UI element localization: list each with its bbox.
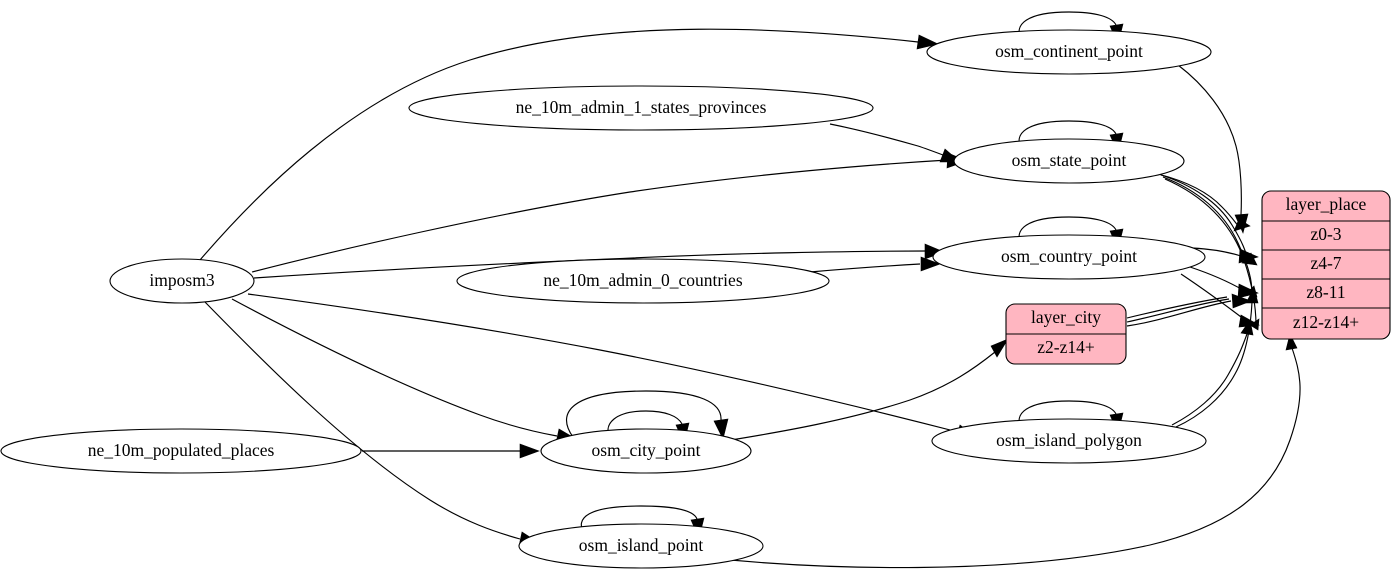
edge-osm_island_point-to-layer_place-z12-z14 [699, 333, 1301, 569]
edge-osm_island_polygon-to-layer_place-z12-z14 [1171, 319, 1254, 426]
record-row-layer_place-z12-z14[interactable]: z12-z14+ [1293, 312, 1359, 332]
node-label-osm_island_polygon: osm_island_polygon [996, 430, 1142, 450]
node-label-osm_country_point: osm_country_point [1001, 246, 1137, 266]
edge-imposm3-to-osm_state_point [251, 152, 968, 273]
node-label-osm_state_point: osm_state_point [1012, 150, 1127, 170]
edge-osm_island_polygon-to-layer_place-z8-11 [1175, 287, 1259, 428]
edge-osm_city_point-to-layer_city [730, 338, 1009, 441]
record-row-layer_city-title: layer_city [1031, 307, 1101, 327]
node-osm_state_point[interactable]: osm_state_point [953, 138, 1185, 184]
node-label-osm_continent_point: osm_continent_point [995, 41, 1143, 61]
node-label-imposm3: imposm3 [149, 270, 214, 290]
node-osm_country_point[interactable]: osm_country_point [932, 234, 1206, 280]
edge-ne_populated_places-to-osm_city_point [362, 443, 540, 459]
edge-ne_admin_0_countries-to-osm_country_point [809, 256, 941, 273]
node-ne_10m_admin_0_countries[interactable]: ne_10m_admin_0_countries [456, 258, 830, 304]
record-row-layer_place-z4-7[interactable]: z4-7 [1310, 253, 1341, 273]
node-osm_continent_point[interactable]: osm_continent_point [926, 29, 1212, 75]
record-row-layer_city-z2-z14[interactable]: z2-z14+ [1037, 337, 1095, 357]
edge-imposm3-to-osm_continent_point [199, 28, 939, 261]
record-row-layer_place-title: layer_place [1286, 194, 1367, 214]
edge-osm_country_point-to-layer_place-z4-7 [1191, 247, 1259, 264]
record-row-layer_place-z8-11[interactable]: z8-11 [1306, 282, 1345, 302]
edge-osm_state_point-to-layer_place-z8-11 [1162, 176, 1258, 298]
node-imposm3[interactable]: imposm3 [109, 258, 255, 304]
node-label-osm_city_point: osm_city_point [592, 440, 701, 460]
node-label-ne_10m_admin_0_countries: ne_10m_admin_0_countries [543, 270, 742, 290]
edge-imposm3-to-osm_city_point [231, 298, 577, 444]
node-ne_10m_admin_1_states_provinces[interactable]: ne_10m_admin_1_states_provinces [408, 85, 874, 131]
node-label-ne_10m_populated_places: ne_10m_populated_places [88, 440, 275, 460]
edge-osm_state_point-to-layer_place-z0-3 [1157, 173, 1251, 232]
node-osm_island_point[interactable]: osm_island_point [518, 523, 764, 569]
record-node-layer_place[interactable]: layer_place z0-3 z4-7 z8-11 z12-z14+ [1261, 190, 1391, 340]
record-row-layer_place-z0-3[interactable]: z0-3 [1310, 224, 1341, 244]
edge-imposm3-to-osm_island_point [204, 301, 540, 547]
node-layer: imposm3 ne_10m_admin_1_states_provinces … [0, 29, 1212, 569]
node-osm_island_polygon[interactable]: osm_island_polygon [931, 418, 1207, 464]
node-label-ne_10m_admin_1_states_provinces: ne_10m_admin_1_states_provinces [516, 97, 767, 117]
edge-layer_city-to-layer_place-z8-11 [1126, 293, 1252, 327]
node-label-osm_island_point: osm_island_point [579, 535, 704, 555]
node-osm_city_point[interactable]: osm_city_point [540, 428, 752, 474]
edge-imposm3-to-osm_island_polygon [247, 293, 977, 440]
node-ne_10m_populated_places[interactable]: ne_10m_populated_places [0, 428, 362, 474]
record-node-layer_city[interactable]: layer_city z2-z14+ [1005, 303, 1127, 365]
edge-osm_country_point-to-layer_place-z8-11 [1189, 266, 1259, 299]
self-loop-osm_city_point-outer [565, 390, 729, 440]
edge-ne_states_provinces-to-osm_state_point [829, 123, 961, 163]
